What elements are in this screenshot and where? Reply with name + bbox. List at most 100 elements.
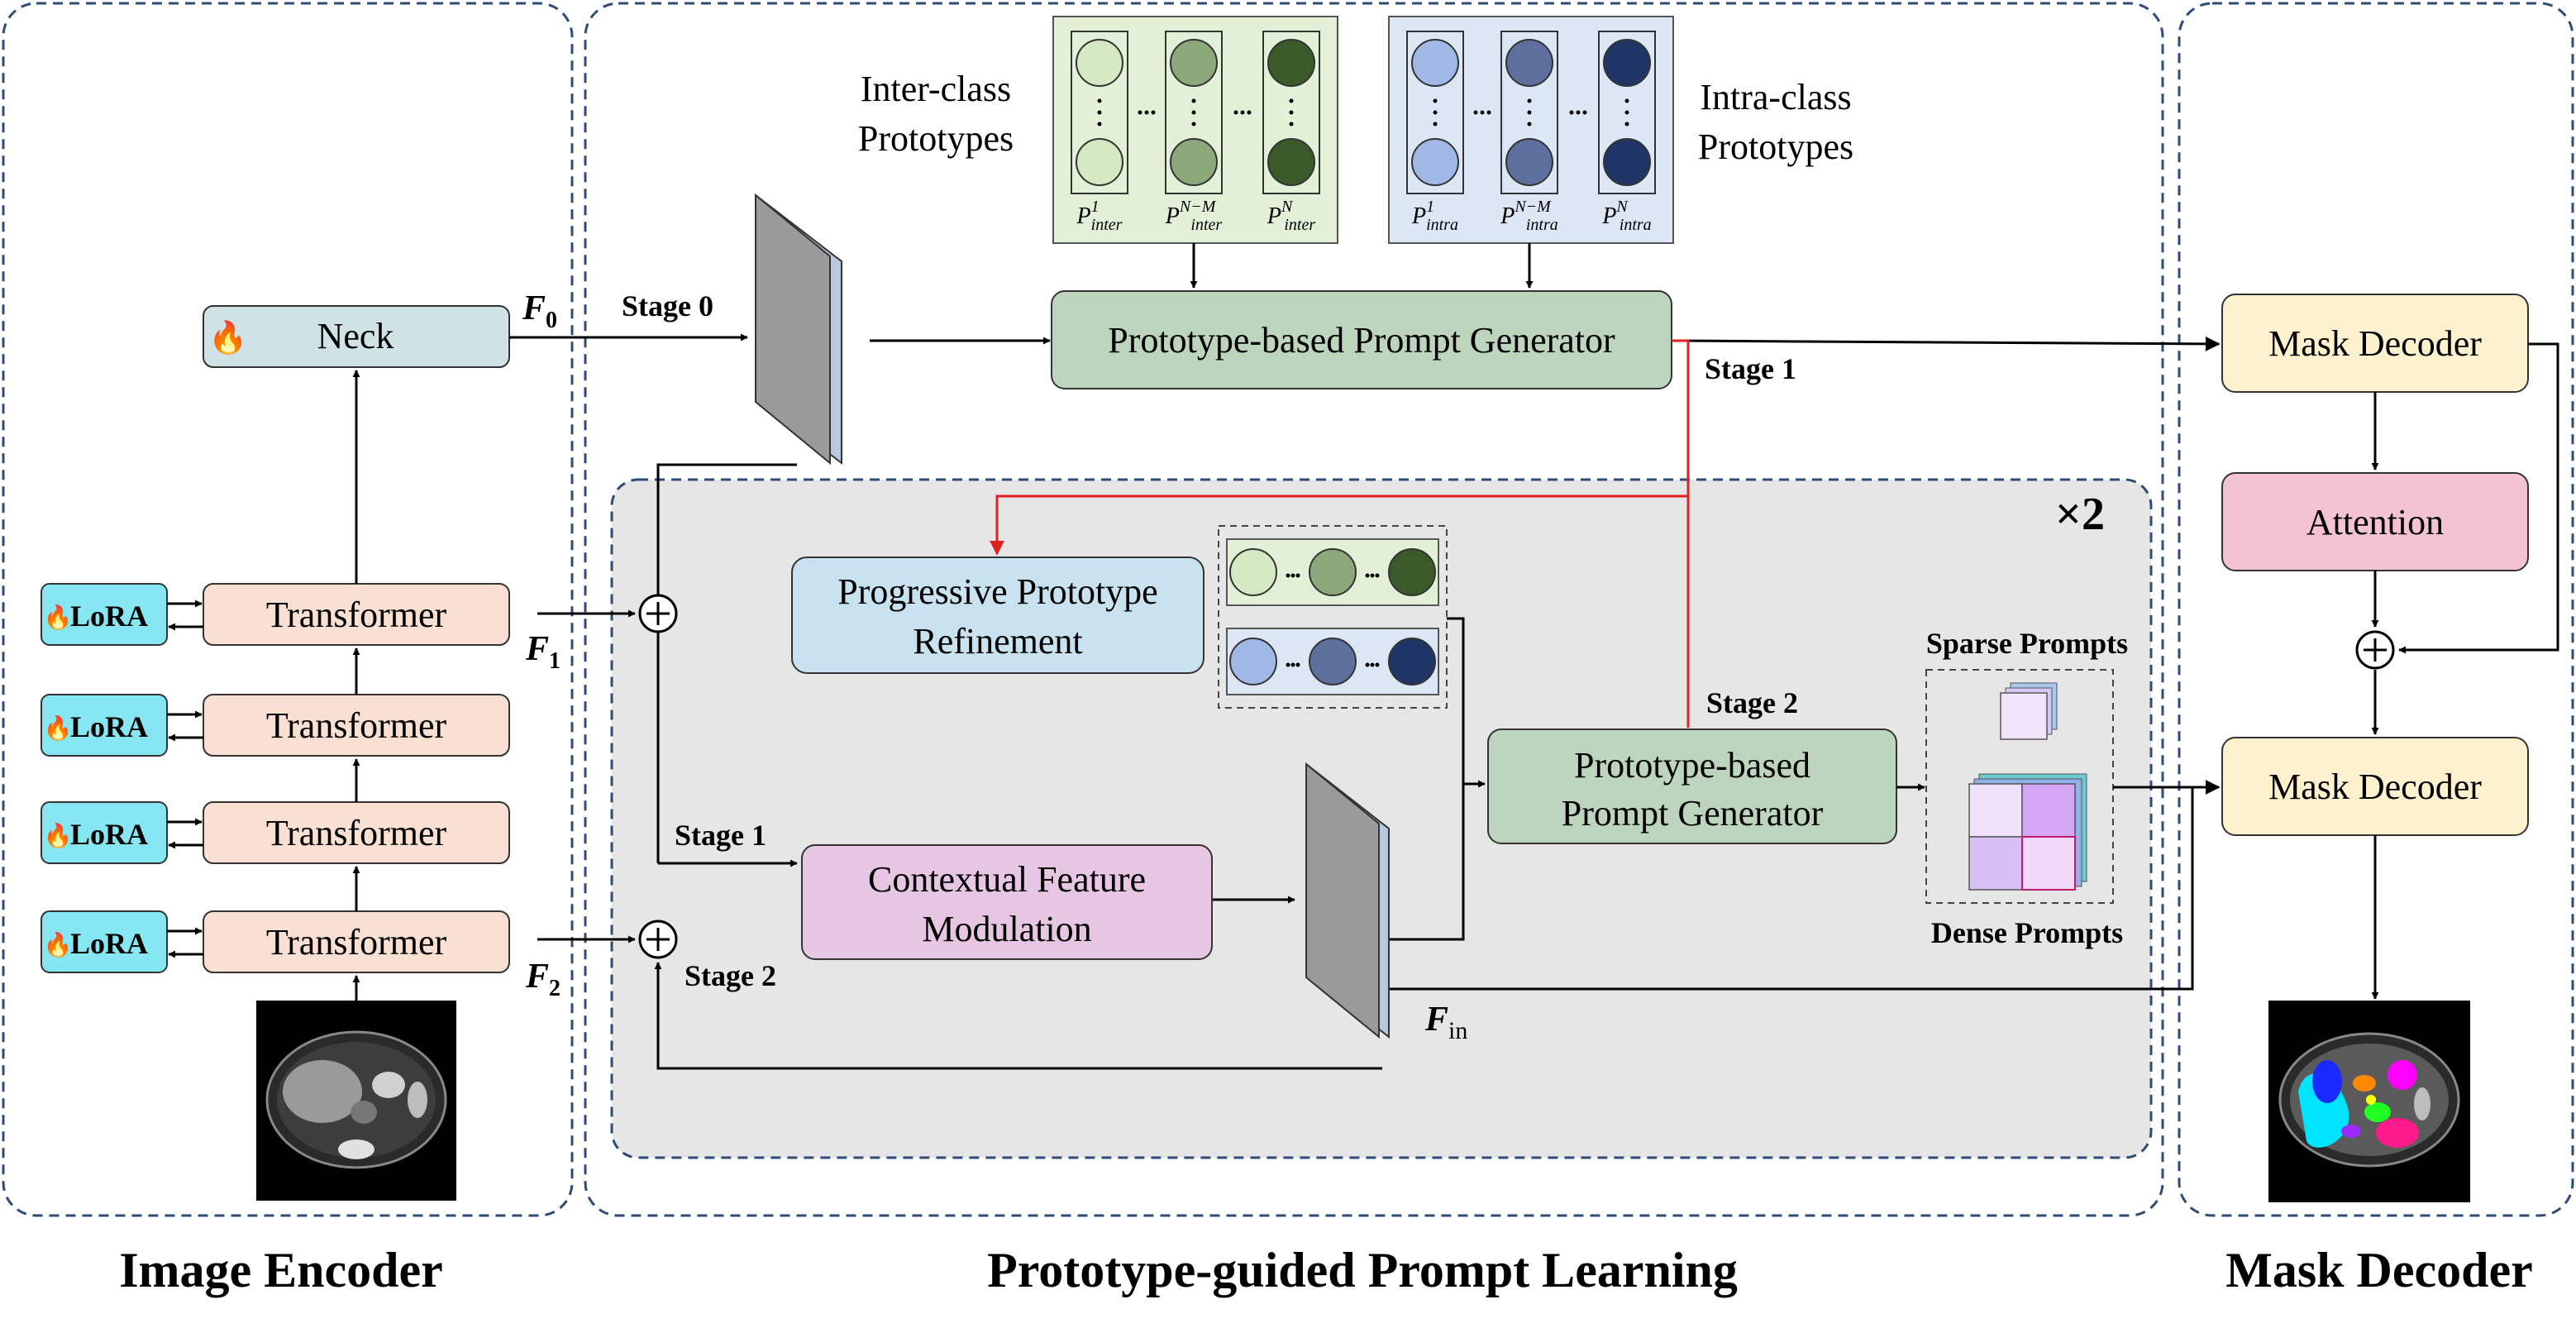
ellipsis-dot [1138,110,1143,115]
prompt-section-border [584,2,2164,1217]
flame-icon: 🔥 [44,931,73,958]
ellipsis-dot [1286,662,1290,667]
transformer-label: Transformer [266,922,447,963]
ppr-box [791,557,1205,674]
f1-label: F1 [525,630,561,674]
ellipsis-dot [1375,662,1380,667]
ellipsis-dot [1247,110,1252,115]
ellipsis-dot [1290,573,1295,578]
encoder-section-border [2,2,574,1217]
refined-inter-circle [1229,548,1277,596]
cfm-label-2: Modulation [922,909,1091,949]
stage0-label: Stage 0 [622,289,713,322]
ellipsis-dot [1624,110,1629,115]
intra-prototype-column [1500,31,1558,194]
refined-inter-circle [1388,548,1436,596]
flame-icon: 🔥 [44,822,73,849]
intra-prototype-circle [1603,39,1651,87]
lora-block-3: 🔥 LoRA [41,801,168,864]
ellipsis-dot [1624,122,1629,127]
flame-icon: 🔥 [44,714,73,742]
ellipsis-dot [1191,110,1196,115]
ellipsis-dot [1365,662,1370,667]
stage2-right-label: Stage 2 [1706,686,1798,719]
ellipsis-dot [1370,662,1375,667]
inter-prototype-circle [1267,39,1315,87]
mask-decoder-bottom-label: Mask Decoder [2268,767,2482,807]
lora-label: LoRA [70,818,148,851]
ellipsis-dot [1433,98,1438,103]
cfm-box [801,844,1213,960]
ellipsis-dot [1569,110,1574,115]
ellipsis-dot [1365,573,1370,578]
refined-intra-circle [1229,638,1277,685]
ellipsis-dot [1480,110,1485,115]
intra-prototype-column [1406,31,1464,194]
ellipsis-dot [1097,98,1102,103]
ppg-to-mask-decoder-arrow [1671,336,2221,351]
intra-prototype-circle [1505,138,1553,186]
ellipsis-dot [1473,110,1478,115]
ellipsis-dot [1144,110,1149,115]
ellipsis-dot [1097,110,1102,115]
ppg-mid-label-2: Prompt Generator [1562,793,1824,834]
feature-map-slab-bottom [1305,762,1390,1039]
refined-prototype-circles [1229,548,1436,685]
ellipsis-dot [1433,122,1438,127]
ellipsis-dot [1233,110,1238,115]
transformer-block-4: Transformer [203,910,510,973]
refined-intra-circle [1388,638,1436,685]
refined-inter-circle [1309,548,1357,596]
flame-icon: 🔥 [44,604,73,631]
attention-label: Attention [2306,502,2444,542]
dense-prompts-icon [1968,773,2087,891]
ellipsis-dot [1370,573,1375,578]
intra-prototype-column [1598,31,1656,194]
fin-label: Fin [1424,1001,1467,1044]
refined-prototypes-group [1218,525,1448,709]
sparse-prompts-icon [2000,682,2058,740]
ellipsis-dot [1151,110,1156,115]
lora-label: LoRA [70,927,148,960]
f2-label: F2 [525,958,561,1001]
cfm-label-1: Contextual Feature [868,859,1146,900]
lora-block-1: 🔥 LoRA [41,583,168,646]
prototype-arrows [1190,243,1534,289]
ellipsis-dot [1624,98,1629,103]
input-ct-image [256,1001,456,1201]
lora-label: LoRA [70,600,148,633]
ellipsis-dot [1486,110,1491,115]
add-node-f2 [638,920,678,959]
ellipsis-dot [1290,662,1295,667]
decoder-section-border [2178,2,2574,1217]
decoder-title: Mask Decoder [2225,1243,2533,1297]
ellipsis-dot [1289,98,1294,103]
ellipsis-dot [1582,110,1587,115]
lora-block-2: 🔥 LoRA [41,694,168,757]
ellipsis-dot [1286,573,1290,578]
dense-prompts-label: Dense Prompts [1931,916,2123,949]
flame-icon: 🔥 [208,319,247,356]
transformer-label: Transformer [266,705,447,746]
ellipsis-dot [1097,122,1102,127]
inter-prototype-circle [1076,39,1123,87]
ellipsis-dot [1527,110,1532,115]
ellipsis-dot [1191,122,1196,127]
intra-prototype-circle [1411,39,1459,87]
lora-block-4: 🔥 LoRA [41,910,168,973]
inter-prototype-circle [1267,138,1315,186]
sparse-prompts-label: Sparse Prompts [1926,627,2128,660]
ellipsis-dot [1289,110,1294,115]
stage1-top-label: Stage 1 [1705,352,1796,385]
inter-prototype-column [1262,31,1320,194]
f0-label: F0 [522,289,557,333]
ellipsis-dot [1191,98,1196,103]
ppr-label-1: Progressive Prototype [837,571,1157,612]
output-segmentation-image [2268,1001,2470,1202]
